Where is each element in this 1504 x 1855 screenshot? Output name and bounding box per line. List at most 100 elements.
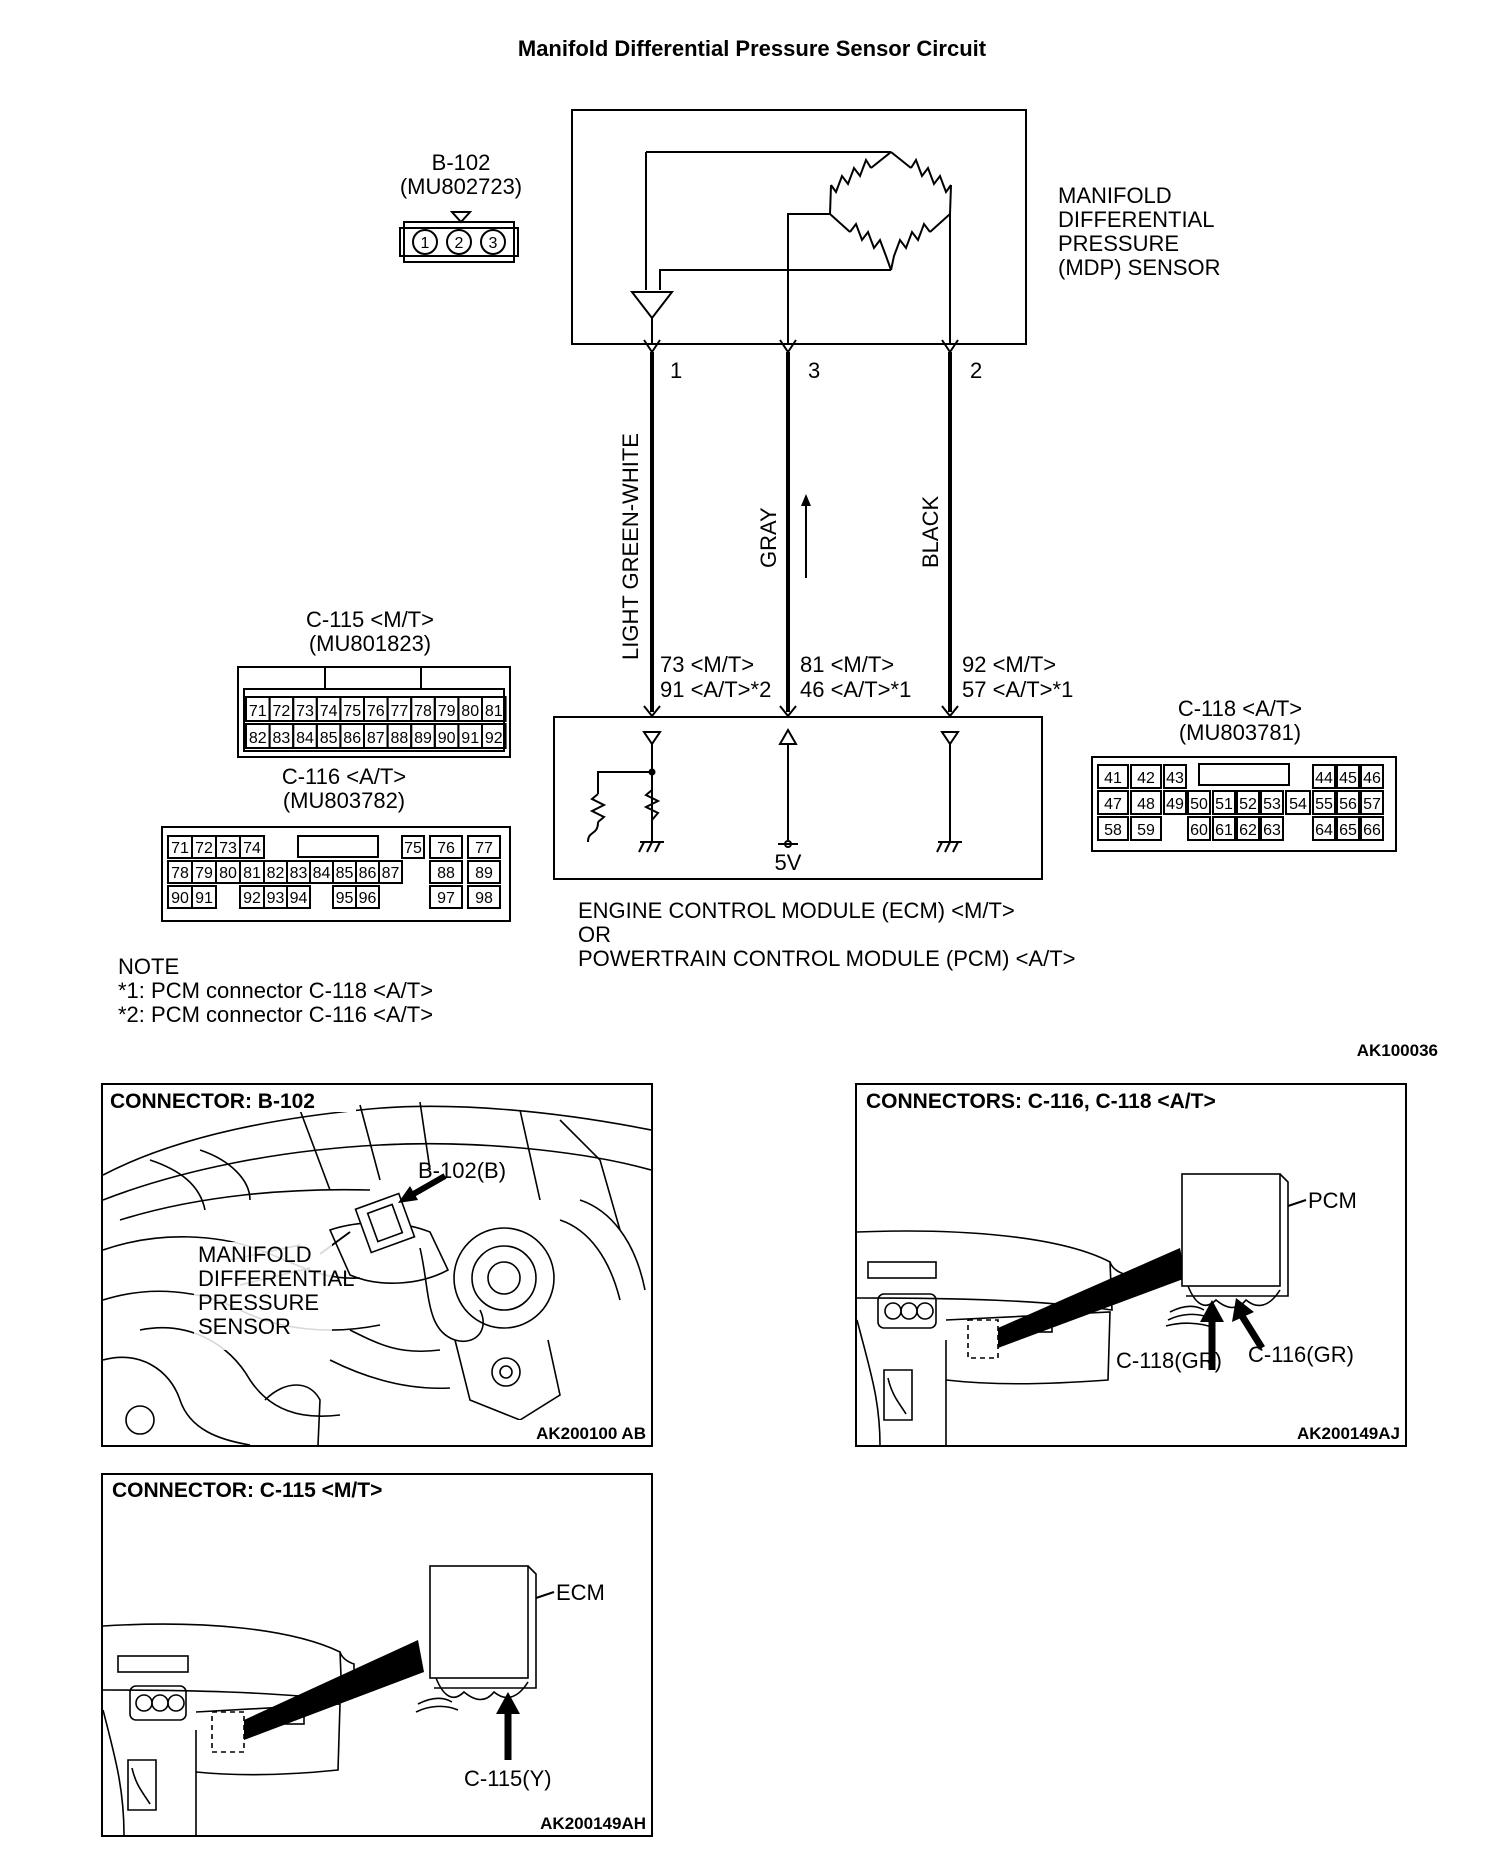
c115-pin-label: 74 (320, 703, 338, 720)
c118-cell (1130, 816, 1162, 841)
resistor-bridge-icon (829, 151, 952, 271)
panel-c115-module: ECM (556, 1580, 605, 1605)
amplifier-icon (629, 291, 675, 320)
c118-cell (1260, 816, 1284, 841)
c118-cell (1285, 790, 1311, 815)
c116-pin-label: 79 (195, 865, 213, 882)
panel-c116-c118-code: AK200149AJ (1297, 1424, 1400, 1443)
c118-cell (1312, 764, 1336, 789)
b102-pin-2: 2 (455, 235, 464, 252)
c118-cell (1336, 816, 1360, 841)
c116-cell (401, 835, 425, 859)
c118-pin-label: 58 (1104, 822, 1122, 839)
c118-cell (1336, 764, 1360, 789)
note-block: NOTE *1: PCM connector C-118 <A/T> *2: P… (118, 954, 433, 1027)
c115-pin-label: 78 (414, 703, 432, 720)
c118-cell (1236, 816, 1260, 841)
panel-b102-title: CONNECTOR: B-102 (110, 1090, 315, 1113)
c116-pin-label: 86 (359, 865, 377, 882)
input-buffer-icon (642, 731, 662, 746)
c118-pin-label: 65 (1339, 822, 1357, 839)
c115-pin-label: 89 (414, 730, 432, 747)
c116-pin-label: 91 (195, 890, 213, 907)
c116-pin-label: 87 (382, 865, 400, 882)
c116-pin-label: 93 (267, 890, 285, 907)
c115-pin-label: 84 (296, 730, 314, 747)
b102-pin-1: 1 (421, 235, 430, 252)
c118-pin-label: 62 (1239, 822, 1257, 839)
c118-pin-label: 52 (1239, 796, 1257, 813)
c118-cell (1360, 764, 1384, 789)
c118-pin-label: 64 (1315, 822, 1333, 839)
wire-pin-3-terminal-mt: 81 <M/T> (800, 652, 894, 677)
panel-c116-c118-connector-b: C-116(GR) (1248, 1342, 1354, 1367)
module-label-line-2: OR (578, 922, 611, 947)
c116-cell (429, 835, 463, 859)
control-module: 5V ENGINE CONTROL MODULE (ECM) <M/T> OR … (553, 705, 1076, 971)
wire-color-gray: GRAY (756, 507, 781, 568)
supply-voltage: 5V (775, 850, 802, 875)
engine-bay-illustration (103, 1101, 651, 1445)
module-housing (553, 716, 1043, 880)
c115-pin-label: 92 (485, 730, 503, 747)
c115-pin-label: 80 (461, 703, 479, 720)
c116-pin-label: 96 (359, 890, 377, 907)
c118-cell (1212, 816, 1236, 841)
c118-pin-label: 44 (1315, 770, 1333, 787)
c118-part: (MU803781) (1179, 720, 1301, 745)
c118-cell (1360, 816, 1384, 841)
c115-pin-label: 75 (343, 703, 361, 720)
c118-pin-label: 59 (1137, 822, 1155, 839)
c115-part: (MU801823) (309, 631, 431, 656)
panel-c115-code: AK200149AH (540, 1814, 646, 1833)
c116-pin-label: 78 (171, 865, 189, 882)
c116-cell (467, 860, 501, 884)
wire-pin-1-terminal-at: 91 <A/T>*2 (660, 677, 771, 702)
c115-pin-label: 86 (343, 730, 361, 747)
c115-pin-label: 90 (438, 730, 456, 747)
panel-b102-code: AK200100 AB (536, 1424, 646, 1443)
wire-pin-2-terminal-mt: 92 <M/T> (962, 652, 1056, 677)
b102-id: B-102 (432, 150, 491, 175)
c118-pin-label: 45 (1339, 770, 1357, 787)
dashboard-illustration (856, 1173, 1307, 1446)
diagram-code: AK100036 (1357, 1041, 1438, 1060)
c118-cell (1187, 790, 1211, 815)
module-label-line-1: ENGINE CONTROL MODULE (ECM) <M/T> (578, 898, 1015, 923)
pulldown-resistor-icon (643, 789, 661, 821)
c116-pin-label: 90 (171, 890, 189, 907)
c118-cell (1236, 790, 1260, 815)
c115-pin-label: 83 (273, 730, 291, 747)
panel-b102-label-line-1: MANIFOLD (198, 1242, 312, 1267)
module-label-line-3: POWERTRAIN CONTROL MODULE (PCM) <A/T> (578, 946, 1076, 971)
c118-pin-label: 63 (1263, 822, 1281, 839)
c116-pin-label: 88 (437, 865, 455, 882)
c116-cell (378, 860, 403, 884)
wire-pin-2-terminal-at: 57 <A/T>*1 (962, 677, 1073, 702)
c116-cell (467, 885, 501, 909)
c116-pin-label: 89 (475, 865, 493, 882)
c118-cell (1360, 790, 1384, 815)
c116-pin-label: 84 (313, 865, 331, 882)
c116-cell (429, 885, 463, 909)
c116-pin-label: 85 (336, 865, 354, 882)
c116-id: C-116 <A/T> (282, 764, 406, 789)
c116-cell (467, 835, 501, 859)
c118-cell (1187, 816, 1211, 841)
c115-pin-label: 82 (249, 730, 267, 747)
sensor-label-line-3: PRESSURE (1058, 231, 1179, 256)
c118-cell (1097, 816, 1129, 841)
panel-c115-title: CONNECTOR: C-115 <M/T> (112, 1479, 382, 1502)
ground-input-icon (940, 731, 960, 746)
c116-cell (191, 885, 217, 909)
panel-c116-c118-module: PCM (1308, 1188, 1357, 1213)
c115-pin-label: 81 (485, 703, 503, 720)
arrow-icon (496, 1692, 520, 1760)
c118-pin-label: 51 (1215, 796, 1233, 813)
c118-pin-label: 46 (1363, 770, 1381, 787)
c118-cell (1212, 790, 1236, 815)
